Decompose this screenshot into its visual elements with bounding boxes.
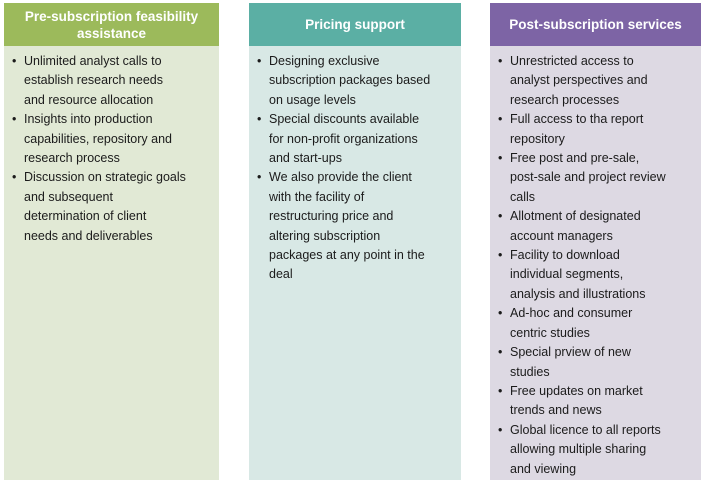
bullet-text: Special prview of new studies	[510, 345, 631, 379]
column-body-post-subscription: • Unrestricted access to analyst perspect…	[490, 46, 701, 480]
column-title: Pricing support	[305, 17, 405, 32]
bullet-icon: •	[12, 170, 17, 185]
bullet-icon: •	[498, 54, 503, 68]
bullet-item: • Designing exclusive subscription packag…	[257, 52, 443, 110]
column-header-pre-subscription: Pre-subscription feasibility assistance	[4, 3, 219, 46]
bullet-item: • Insights into production capabilities, …	[12, 110, 201, 168]
bullet-icon: •	[257, 112, 262, 127]
bullet-item: • Global licence to all reports allowing …	[498, 421, 683, 479]
column-title: Pre-subscription feasibility assistance	[24, 8, 199, 41]
bullet-text: We also provide the client with the faci…	[269, 170, 425, 282]
bullet-text: Ad-hoc and consumer centric studies	[510, 306, 633, 340]
bullet-item: • Special discounts available for non-pro…	[257, 110, 443, 168]
bullet-icon: •	[498, 248, 503, 263]
bullet-item: • Full access to tha report repository	[498, 110, 683, 149]
bullet-item: • We also provide the client with the fac…	[257, 168, 443, 284]
bullet-icon: •	[498, 345, 503, 360]
column-header-pricing-support: Pricing support	[249, 3, 461, 46]
column-pre-subscription-feasibility-assistance: Pre-subscription feasibility assistance …	[4, 3, 219, 480]
bullet-list: • Unrestricted access to analyst perspect…	[498, 52, 683, 479]
column-pricing-support: Pricing support • Designing exclusive sub…	[249, 3, 461, 480]
bullet-icon: •	[498, 112, 503, 127]
bullet-list: • Unlimited analyst calls to establish re…	[12, 52, 201, 246]
bullet-icon: •	[498, 306, 503, 321]
bullet-text: Full access to tha report repository	[510, 112, 644, 146]
bullet-text: Designing exclusive subscription package…	[269, 54, 431, 107]
bullet-item: • Unrestricted access to analyst perspect…	[498, 52, 683, 110]
bullet-item: • Discussion on strategic goals and subse…	[12, 168, 201, 246]
column-header-post-subscription: Post-subscription services	[490, 3, 701, 46]
column-post-subscription-services: Post-subscription services • Unrestricted…	[490, 3, 701, 480]
bullet-text: Special discounts available for non-prof…	[269, 112, 420, 166]
bullet-icon: •	[257, 170, 262, 185]
bullet-icon: •	[498, 151, 503, 166]
bullet-icon: •	[498, 383, 503, 398]
bullet-item: • Free post and pre-sale, post-sale and p…	[498, 149, 683, 207]
bullet-text: Unrestricted access to analyst perspecti…	[510, 54, 648, 107]
bullet-icon: •	[257, 54, 262, 68]
bullet-icon: •	[12, 54, 17, 68]
bullet-icon: •	[498, 422, 503, 437]
bullet-text: Facility to download individual segments…	[510, 248, 646, 301]
bullet-item: • Free updates on market trends and news	[498, 382, 683, 421]
bullet-text: Global licence to all reports allowing m…	[510, 422, 661, 476]
bullet-text: Insights into production capabilities, r…	[24, 112, 172, 166]
bullet-icon: •	[498, 209, 503, 224]
bullet-text: Unlimited analyst calls to establish res…	[24, 54, 163, 107]
bullet-item: • Facility to download individual segment…	[498, 246, 683, 304]
bullet-icon: •	[12, 112, 17, 127]
bullet-text: Discussion on strategic goals and subseq…	[24, 170, 186, 243]
bullet-text: Allotment of designated account managers	[510, 209, 641, 243]
bullet-item: • Allotment of designated account manager…	[498, 207, 683, 246]
bullet-text: Free post and pre-sale, post-sale and pr…	[510, 151, 666, 204]
bullet-item: • Unlimited analyst calls to establish re…	[12, 52, 201, 110]
column-title: Post-subscription services	[509, 17, 682, 32]
column-body-pricing-support: • Designing exclusive subscription packag…	[249, 46, 461, 480]
bullet-list: • Designing exclusive subscription packag…	[257, 52, 443, 285]
bullet-text: Free updates on market trends and news	[510, 383, 643, 418]
bullet-item: • Ad-hoc and consumer centric studies	[498, 304, 683, 343]
bullet-item: • Special prview of new studies	[498, 343, 683, 382]
column-body-pre-subscription: • Unlimited analyst calls to establish re…	[4, 46, 219, 480]
